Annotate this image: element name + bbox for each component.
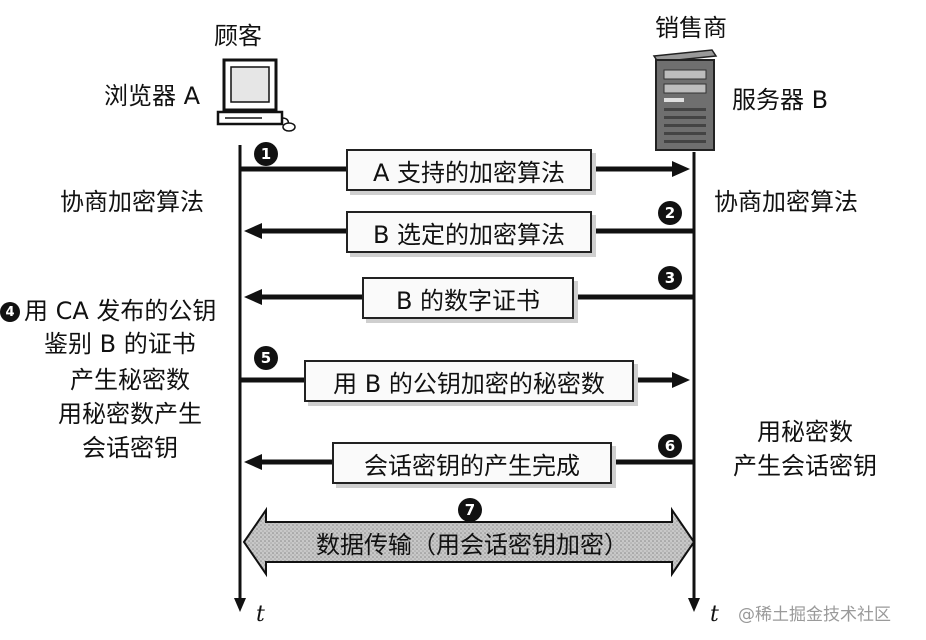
watermark: @稀土掘金技术社区: [738, 605, 891, 625]
computer-icon: [216, 58, 296, 132]
server-session-note-line2: 产生会话密钥: [733, 452, 877, 480]
server-time-label: t: [710, 602, 719, 627]
data-transfer-band: [242, 506, 696, 578]
client-negotiate-note: 协商加密算法: [60, 188, 204, 216]
client-name: 浏览器 A: [104, 82, 201, 110]
server-name: 服务器 B: [732, 86, 829, 114]
client-lifeline: [234, 145, 246, 612]
message-7-text: 数据传输（用会话密钥加密）: [316, 530, 628, 559]
server-icon: [652, 49, 718, 151]
step-4-badge: 4: [0, 302, 20, 322]
server-negotiate-note: 协商加密算法: [714, 188, 858, 216]
step-7-badge: 7: [458, 498, 482, 522]
message-2-box: B 选定的加密算法: [346, 211, 592, 253]
server-session-note-line1: 用秘密数: [757, 418, 853, 446]
client-secret-note-line1: 产生秘密数: [70, 366, 190, 394]
step-1-badge: 1: [254, 142, 278, 166]
message-3-box: B 的数字证书: [362, 277, 574, 319]
step-2-badge: 2: [658, 201, 682, 225]
message-1-box: A 支持的加密算法: [346, 149, 592, 191]
step-3-badge: 3: [658, 266, 682, 290]
client-secret-note-line2: 用秘密数产生: [58, 400, 202, 428]
step-5-badge: 5: [254, 346, 278, 370]
message-6-box: 会话密钥的产生完成: [332, 442, 612, 484]
client-time-label: t: [256, 602, 265, 627]
client-verify-note-line2: 鉴别 B 的证书: [44, 330, 196, 358]
client-verify-note-line1: 用 CA 发布的公钥: [24, 297, 217, 325]
client-secret-note-line3: 会话密钥: [82, 434, 178, 462]
client-title: 顾客: [214, 22, 262, 50]
server-lifeline: [688, 152, 700, 612]
step-6-badge: 6: [658, 434, 682, 458]
server-title: 销售商: [655, 14, 727, 42]
message-5-box: 用 B 的公钥加密的秘密数: [304, 360, 634, 402]
